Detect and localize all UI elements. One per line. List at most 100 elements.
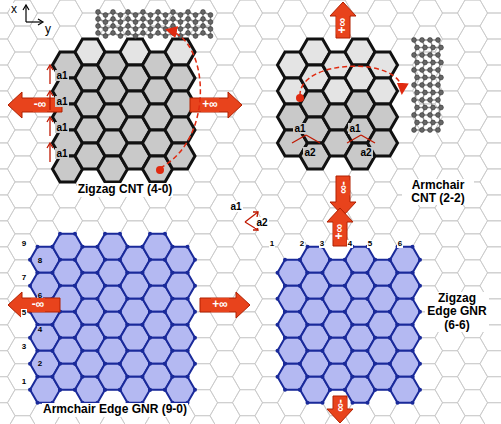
carbon-atom <box>96 271 100 275</box>
graphene-cell <box>98 0 128 26</box>
carbon-atom <box>81 297 85 301</box>
carbon-atom <box>418 258 422 262</box>
graphene-cell <box>458 208 488 234</box>
tube-atom <box>415 60 420 65</box>
carbon-atom <box>298 284 302 288</box>
lattice-label: a2 <box>359 147 372 158</box>
tube-atom <box>118 20 123 25</box>
tube-atom <box>208 34 213 39</box>
carbon-atom <box>366 323 370 327</box>
carbon-atom <box>373 284 377 288</box>
tube-atom <box>111 31 116 36</box>
graphene-cell <box>8 416 38 424</box>
carbon-atom <box>321 297 325 301</box>
carbon-atom <box>96 271 100 275</box>
graphene-cell <box>435 39 465 65</box>
graphene-cell <box>210 221 240 247</box>
carbon-atom <box>321 375 325 379</box>
carbon-atom <box>366 349 370 353</box>
graphene-cell <box>435 377 465 403</box>
carbon-atom <box>96 271 100 275</box>
graphene-cell <box>233 260 263 286</box>
tube-atom <box>148 20 153 25</box>
lattice-label: 3 <box>319 240 325 249</box>
carbon-atom <box>73 362 77 366</box>
tube-atom <box>141 10 146 15</box>
carbon-atom <box>126 297 130 301</box>
carbon-atom <box>163 258 167 262</box>
graphene-cell <box>413 26 443 52</box>
unit-cell <box>390 247 420 273</box>
tube-atom <box>163 27 168 32</box>
carbon-atom <box>306 297 310 301</box>
carbon-atom <box>148 284 152 288</box>
infinity-arrows <box>8 2 356 423</box>
tube-atom <box>201 31 206 36</box>
carbon-atom <box>351 349 355 353</box>
carbon-atom <box>306 323 310 327</box>
carbon-atom <box>298 362 302 366</box>
carbon-atom <box>396 271 400 275</box>
carbon-atom <box>388 362 392 366</box>
carbon-atom <box>73 336 77 340</box>
carbon-atom <box>73 284 77 288</box>
carbon-atom <box>171 323 175 327</box>
carbon-atom <box>411 245 415 249</box>
carbon-atom <box>96 349 100 353</box>
carbon-atom <box>186 323 190 327</box>
carbon-atom <box>148 336 152 340</box>
tube-atom <box>118 27 123 32</box>
carbon-atom <box>58 284 62 288</box>
carbon-atom <box>306 349 310 353</box>
carbon-atom <box>411 375 415 379</box>
carbon-atom <box>148 362 152 366</box>
tube-atom <box>148 27 153 32</box>
carbon-atom <box>306 271 310 275</box>
lattice-label: a1 <box>55 122 68 133</box>
carbon-atom <box>186 323 190 327</box>
carbon-atom <box>388 362 392 366</box>
carbon-atom <box>96 349 100 353</box>
carbon-atom <box>51 271 55 275</box>
graphene-cell <box>0 39 15 65</box>
tube-atom <box>431 90 436 95</box>
carbon-atom <box>51 323 55 327</box>
graphene-cell <box>300 169 330 195</box>
graphene-cell <box>0 169 15 195</box>
lattice-label: -∞ <box>336 181 349 196</box>
graphene-cell <box>120 195 150 221</box>
carbon-atom <box>58 232 62 236</box>
carbon-atom <box>306 401 310 405</box>
lattice-label: a1 <box>55 148 68 159</box>
carbon-atom <box>388 310 392 314</box>
lattice-label: 2 <box>299 240 305 249</box>
carbon-atom <box>141 323 145 327</box>
carbon-atom <box>163 388 167 392</box>
carbon-atom <box>343 258 347 262</box>
carbon-atom <box>193 388 197 392</box>
carbon-atom <box>28 258 32 262</box>
carbon-atom <box>73 310 77 314</box>
carbon-atom <box>73 388 77 392</box>
carbon-atom <box>418 310 422 314</box>
tube-atom <box>178 20 183 25</box>
tube-atom <box>436 68 441 73</box>
tube-atom <box>436 128 441 133</box>
tube-atom <box>439 60 444 65</box>
carbon-atom <box>283 284 287 288</box>
carbon-atom <box>148 310 152 314</box>
carbon-atom <box>276 297 280 301</box>
tube-atom <box>126 24 131 29</box>
tube-atom <box>178 13 183 18</box>
carbon-atom <box>306 271 310 275</box>
carbon-atom <box>171 297 175 301</box>
tube-atom <box>186 17 191 22</box>
carbon-atom <box>186 245 190 249</box>
tube-atom <box>436 98 441 103</box>
carbon-atom <box>373 258 377 262</box>
tube-atom <box>96 10 101 15</box>
carbon-atom <box>126 245 130 249</box>
graphene-cell <box>458 260 488 286</box>
carbon-atom <box>186 349 190 353</box>
carbon-atom <box>396 375 400 379</box>
